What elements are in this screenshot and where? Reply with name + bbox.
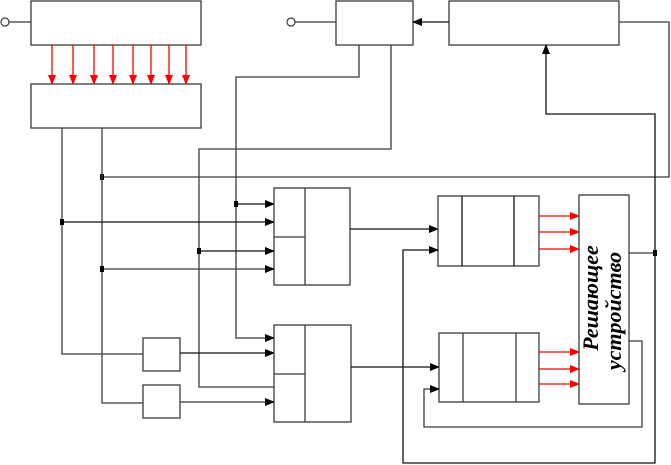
feedback-to-register-upper (402, 246, 656, 464)
junction-dot (197, 248, 201, 254)
feedback-to-top-right-block (542, 44, 656, 253)
small-block-lower (142, 384, 181, 419)
top-right-block (448, 0, 620, 46)
input-block-upper (30, 0, 202, 46)
junction-dot (60, 219, 64, 225)
junction-dot (100, 266, 104, 272)
parallel-red-arrows (48, 45, 190, 85)
junction-dot (234, 201, 238, 207)
bus-right (101, 128, 143, 404)
register-block-upper (437, 195, 540, 267)
small-block-upper (142, 337, 181, 372)
output-terminal-middle (286, 17, 296, 27)
decision-device-block (578, 194, 630, 405)
bus-left (61, 128, 143, 355)
combiner-block-lower (273, 324, 352, 423)
decision-device-label-line1: Решающее (578, 245, 603, 352)
feedback-to-register-lower (423, 340, 643, 428)
line-middle-to-combiner-b-top (235, 45, 360, 342)
input-terminal-left (0, 17, 10, 27)
register-block-lower (438, 332, 540, 403)
feedback-line-right (102, 21, 670, 178)
decision-device-label-line2: устройство (601, 252, 626, 373)
line-middle-to-combiner-b-third (198, 45, 392, 388)
combiner-block-upper (273, 187, 351, 286)
top-middle-block (335, 0, 414, 46)
input-block-lower (30, 83, 202, 129)
